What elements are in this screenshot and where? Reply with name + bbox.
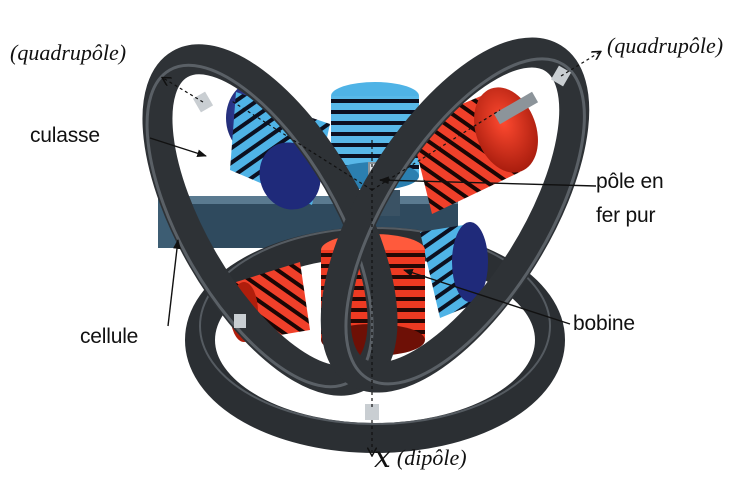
leader-arrows [149,137,597,327]
yoke-ring-main [142,37,590,396]
label-cellule: cellule [80,325,139,348]
label-quadrupole-right: (quadrupôle) [607,33,724,58]
label-bobine: bobine [573,312,635,335]
label-dipole: (dipôle) [396,445,467,470]
label-dipole-axis: x(dipôle) [374,440,467,475]
label-quadrupole-left: (quadrupôle) [10,40,127,65]
axis-variable-x: x [374,440,391,475]
label-pole-line1: pôle en [596,170,664,193]
label-pole-line2: fer pur [596,204,656,227]
coil-lower-blue-right [420,222,488,318]
label-pole-fer-pur: pôle en fer pur [596,165,664,233]
label-culasse: culasse [30,124,100,147]
axis-lines [163,52,600,455]
